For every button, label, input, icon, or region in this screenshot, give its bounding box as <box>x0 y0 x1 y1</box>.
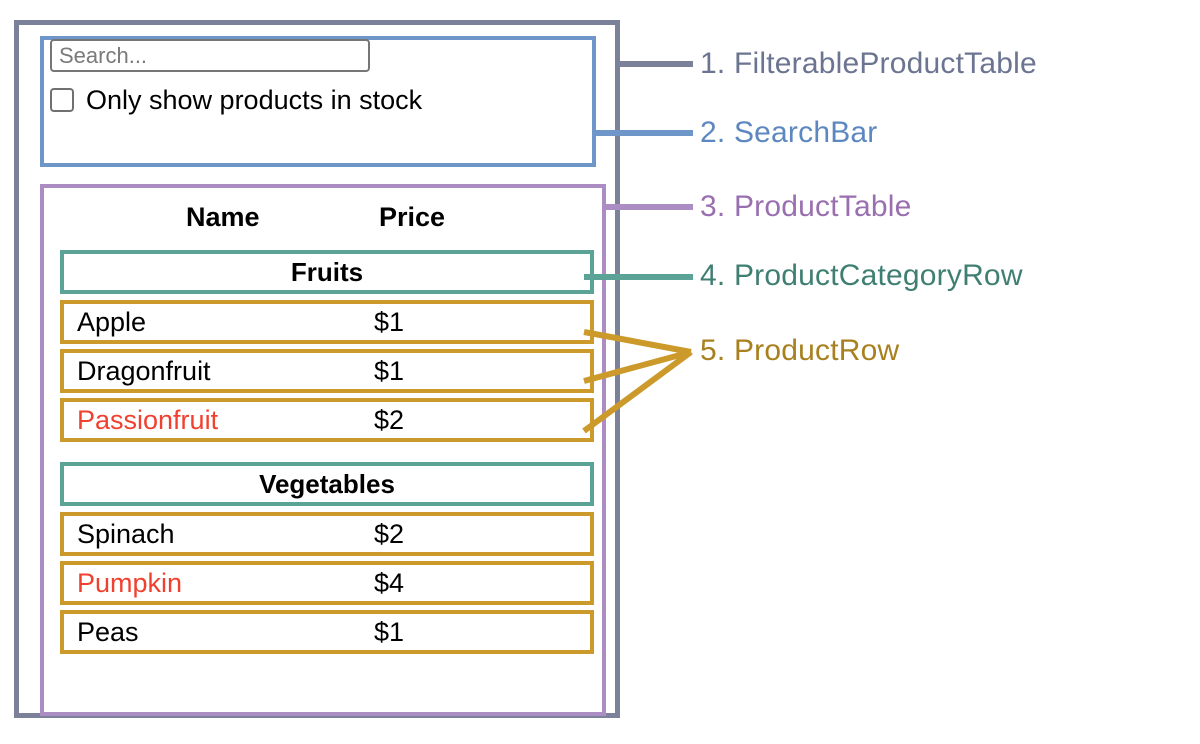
product-category-row: Fruits <box>60 250 594 294</box>
column-header-name: Name <box>186 202 260 232</box>
product-price: $2 <box>374 519 405 549</box>
product-price: $1 <box>374 617 405 647</box>
column-header-price: Price <box>379 202 446 232</box>
annotation-label-1: 1. FilterableProductTable <box>700 47 1037 80</box>
in-stock-filter-row[interactable]: Only show products in stock <box>50 85 422 115</box>
product-name: Peas <box>77 617 139 647</box>
product-category-label: Vegetables <box>259 469 395 499</box>
annotation-label-3: 3. ProductTable <box>700 190 912 223</box>
product-price: $4 <box>374 568 405 598</box>
product-name: Apple <box>77 307 147 337</box>
annotation-label-4: 4. ProductCategoryRow <box>700 259 1023 292</box>
annotation-label-5: 5. ProductRow <box>700 334 900 367</box>
in-stock-checkbox-label: Only show products in stock <box>86 85 423 115</box>
product-name: Passionfruit <box>77 405 219 435</box>
search-input[interactable] <box>50 39 370 72</box>
product-table-header-row: Name Price <box>44 200 602 244</box>
product-row: Peas $1 <box>60 610 594 654</box>
product-category-label: Fruits <box>290 257 364 287</box>
product-name: Spinach <box>77 519 175 549</box>
in-stock-checkbox[interactable] <box>50 88 74 112</box>
product-row: Passionfruit $2 <box>60 398 594 442</box>
category-group-spacer <box>60 447 594 462</box>
product-row: Dragonfruit $1 <box>60 349 594 393</box>
product-category-row: Vegetables <box>60 462 594 506</box>
annotation-label-2: 2. SearchBar <box>700 116 878 149</box>
product-price: $2 <box>374 405 405 435</box>
product-name: Pumpkin <box>77 568 183 598</box>
product-price: $1 <box>374 307 405 337</box>
product-row: Spinach $2 <box>60 512 594 556</box>
product-price: $1 <box>374 356 405 386</box>
product-row: Pumpkin $4 <box>60 561 594 605</box>
product-row: Apple $1 <box>60 300 594 344</box>
product-name: Dragonfruit <box>77 356 211 386</box>
